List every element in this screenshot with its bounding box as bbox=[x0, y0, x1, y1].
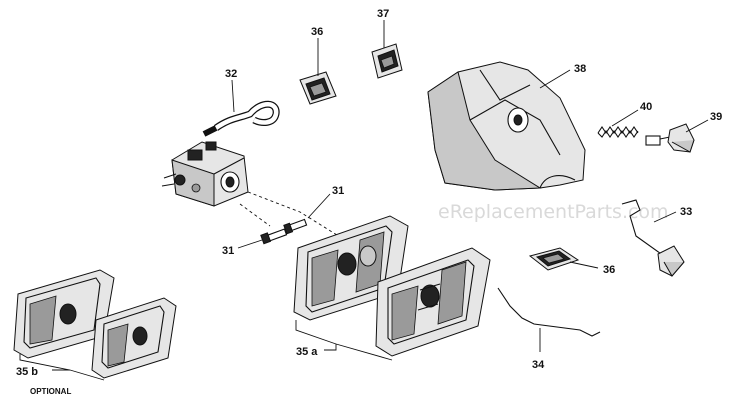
label-optional: OPTIONAL bbox=[30, 387, 71, 396]
gasket-part-36-lower bbox=[528, 247, 580, 271]
screw-part-31-lower bbox=[260, 228, 288, 245]
air-filter-part-35a bbox=[293, 215, 491, 357]
label-part-37: 37 bbox=[377, 8, 389, 20]
label-part-38: 38 bbox=[574, 63, 586, 75]
label-part-31-upper: 31 bbox=[332, 185, 344, 197]
rod-part-34 bbox=[497, 287, 601, 337]
label-part-33: 33 bbox=[680, 206, 692, 218]
label-part-39: 39 bbox=[710, 111, 722, 123]
choke-rod-part-33 bbox=[621, 199, 685, 277]
spring-part-40 bbox=[597, 126, 639, 138]
filter-cover-part-38 bbox=[427, 61, 586, 191]
gasket-part-37 bbox=[371, 43, 403, 79]
carburetor bbox=[161, 141, 249, 207]
label-part-31-lower: 31 bbox=[222, 245, 234, 257]
knob-part-39 bbox=[645, 123, 695, 153]
screw-part-31-upper bbox=[283, 218, 308, 235]
label-part-36-upper: 36 bbox=[311, 26, 323, 38]
label-part-35a: 35 a bbox=[296, 346, 318, 358]
fuel-line-part-32 bbox=[202, 100, 280, 137]
gasket-part-36-upper bbox=[299, 71, 337, 105]
label-part-40: 40 bbox=[640, 101, 652, 113]
leader-lines bbox=[19, 20, 709, 381]
label-part-35b: 35 b bbox=[16, 366, 38, 378]
label-part-32: 32 bbox=[225, 68, 237, 80]
label-part-36-lower: 36 bbox=[603, 264, 615, 276]
label-part-34: 34 bbox=[532, 359, 545, 371]
watermark: eReplacementParts.com bbox=[438, 201, 669, 223]
air-filter-part-35b bbox=[13, 269, 177, 379]
